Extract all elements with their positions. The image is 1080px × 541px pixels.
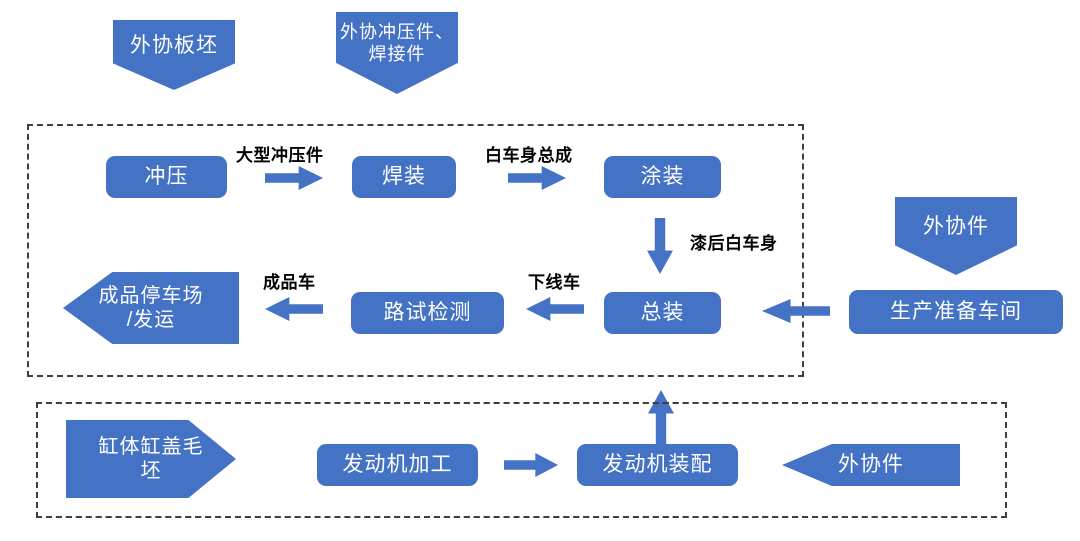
node-prep-workshop[interactable]: 生产准备车间 xyxy=(849,290,1063,334)
input-outsourced-slab-label: 外协板坯 xyxy=(130,34,218,58)
edge-label-painted-body: 漆后白车身 xyxy=(690,234,778,253)
node-engine-machining[interactable]: 发动机加工 xyxy=(317,444,478,486)
node-stamping[interactable]: 冲压 xyxy=(106,156,227,198)
edge-label-finished-car: 成品车 xyxy=(263,273,316,292)
node-final-assembly[interactable]: 总装 xyxy=(604,292,721,334)
input-outsourced-stamped-welded-label: 外协冲压件、 焊接件 xyxy=(340,22,454,64)
node-welding-label: 焊装 xyxy=(382,164,426,188)
node-final-assembly-label: 总装 xyxy=(640,300,685,324)
edge-label-offline-car: 下线车 xyxy=(528,273,581,292)
node-painting[interactable]: 涂装 xyxy=(604,156,721,198)
node-welding[interactable]: 焊装 xyxy=(352,156,456,198)
node-road-test[interactable]: 路试检测 xyxy=(351,292,504,334)
body-shop-zone xyxy=(27,124,804,377)
node-block-head-blank-label: 缸体缸盖毛 坯 xyxy=(98,436,204,482)
node-stamping-label: 冲压 xyxy=(144,164,189,188)
input-outsourced-slab[interactable]: 外协板坯 xyxy=(113,20,235,90)
node-painting-label: 涂装 xyxy=(640,164,685,188)
node-engine-assembly[interactable]: 发动机装配 xyxy=(577,444,738,486)
node-road-test-label: 路试检测 xyxy=(383,300,472,324)
input-outsourced-stamped-welded[interactable]: 外协冲压件、 焊接件 xyxy=(336,12,458,94)
input-outsourced-parts-right[interactable]: 外协件 xyxy=(895,197,1017,275)
edge-label-body-in-white: 白车身总成 xyxy=(485,146,573,165)
input-outsourced-parts-right-label: 外协件 xyxy=(923,215,989,239)
node-prep-workshop-label: 生产准备车间 xyxy=(890,299,1022,323)
node-finished-parking-label: 成品停车场 /发运 xyxy=(98,285,204,331)
node-engine-outsourced-parts-label: 外协件 xyxy=(838,453,904,477)
edge-label-large-stampings: 大型冲压件 xyxy=(236,146,324,165)
engine-shop-zone xyxy=(36,402,1007,518)
node-engine-machining-label: 发动机加工 xyxy=(342,452,453,476)
node-engine-assembly-label: 发动机装配 xyxy=(602,452,713,476)
